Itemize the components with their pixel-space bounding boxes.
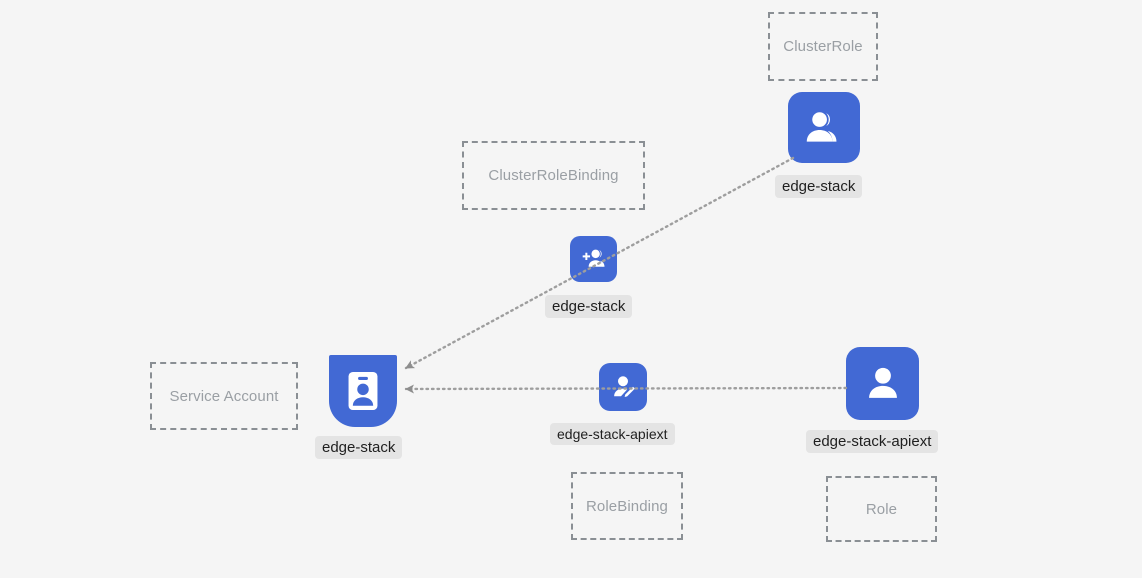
kind-label-role: Role: [865, 500, 898, 518]
node-icon-clusterrole[interactable]: [788, 92, 860, 163]
kind-box-rolebinding: RoleBinding: [571, 472, 683, 540]
kind-label-clusterrolebinding: ClusterRoleBinding: [488, 167, 619, 184]
kind-box-serviceaccount: Service Account: [150, 362, 298, 430]
node-name-rolebinding: edge-stack-apiext: [550, 423, 675, 445]
kind-label-clusterrole: ClusterRole: [783, 38, 863, 55]
people-group-icon: [806, 111, 837, 142]
node-name-clusterrole: edge-stack: [775, 175, 863, 198]
id-badge-icon: [348, 371, 378, 411]
node-name-role: edge-stack-apiext: [806, 430, 939, 453]
node-icon-rolebinding[interactable]: [599, 363, 647, 411]
kind-label-serviceaccount: Service Account: [169, 387, 279, 405]
kind-box-clusterrolebinding: ClusterRoleBinding: [462, 141, 645, 210]
kind-box-role: Role: [826, 476, 937, 542]
node-name-clusterrolebinding: edge-stack: [545, 295, 633, 318]
node-name-serviceaccount: edge-stack: [315, 436, 403, 459]
node-icon-clusterrolebinding[interactable]: [570, 236, 617, 282]
person-edit-icon: [614, 376, 635, 397]
kind-label-rolebinding: RoleBinding: [586, 497, 668, 515]
person-icon: [868, 367, 897, 398]
node-icon-role[interactable]: [846, 347, 919, 420]
node-icon-serviceaccount[interactable]: [329, 355, 397, 427]
kind-box-clusterrole: ClusterRole: [768, 12, 878, 81]
person-add-icon: [582, 249, 604, 267]
